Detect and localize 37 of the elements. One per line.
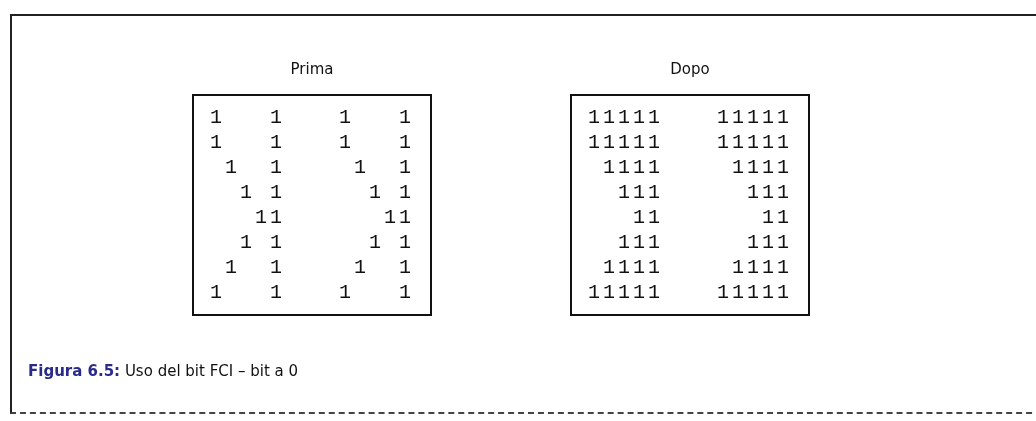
bit-row: 1 1 xyxy=(339,280,414,305)
bit-pattern-box xyxy=(570,94,810,316)
bit-pattern-box xyxy=(192,94,432,316)
bit-row-text: 1 1 xyxy=(224,255,285,280)
bit-row-text: 111 xyxy=(746,180,792,205)
bit-row-text: 1 1 xyxy=(224,155,285,180)
bit-row: 11111 xyxy=(588,130,663,155)
bit-row-text: 111 xyxy=(617,230,663,255)
panel-heading: Prima xyxy=(290,60,334,80)
figure-caption: Figura 6.5: Uso del bit FCI – bit a 0 xyxy=(28,362,299,380)
bit-row-text: 1 1 xyxy=(239,180,285,205)
bit-row-text: 1111 xyxy=(731,155,792,180)
bit-row-text: 1 1 xyxy=(353,255,414,280)
bit-row-text: 1 1 xyxy=(353,155,414,180)
bit-row: 11111 xyxy=(588,280,663,305)
bit-row: 11111 xyxy=(717,130,792,155)
bit-row-text: 1 1 xyxy=(368,180,414,205)
bit-row-text: 111 xyxy=(746,230,792,255)
bit-row: 1 1 xyxy=(210,280,285,305)
bit-row: 1 1 xyxy=(339,130,414,155)
bit-row-text: 11 xyxy=(632,205,663,230)
bit-row-text: 1 1 xyxy=(239,230,285,255)
bit-row-text: 1111 xyxy=(602,255,663,280)
bit-row: 11111 xyxy=(588,105,663,130)
bit-row-text: 1 1 xyxy=(368,230,414,255)
panel-heading: Dopo xyxy=(670,60,710,80)
bit-row-text: 11 xyxy=(761,205,792,230)
bit-row-text: 111 xyxy=(617,180,663,205)
bit-row-text: 11 xyxy=(383,205,414,230)
bit-row: 1 1 xyxy=(339,105,414,130)
bit-row-text: 11 xyxy=(254,205,285,230)
bit-row: 11111 xyxy=(717,105,792,130)
bit-row: 11111 xyxy=(717,280,792,305)
bit-row-text: 1111 xyxy=(731,255,792,280)
bit-row: 1 1 xyxy=(210,130,285,155)
bit-row-text: 1111 xyxy=(602,155,663,180)
bit-row: 1 1 xyxy=(210,105,285,130)
